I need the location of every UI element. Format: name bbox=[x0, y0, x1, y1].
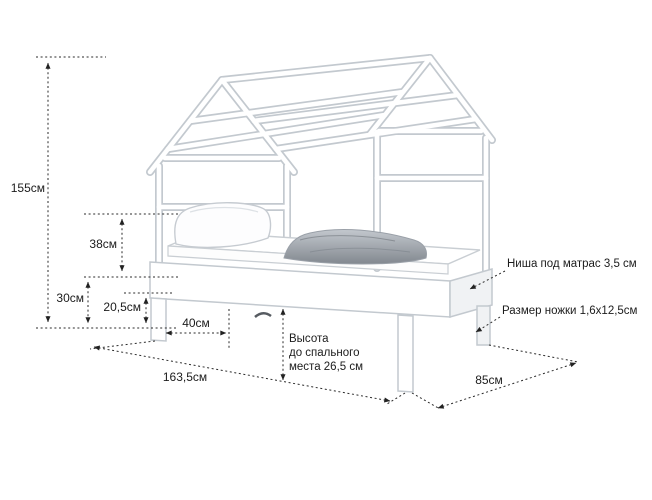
blanket-fold-2 bbox=[309, 247, 411, 253]
blanket-fold bbox=[299, 235, 396, 242]
ext-depth-right bbox=[488, 344, 579, 363]
note-sleep-height-line3: места 26,5 см bbox=[289, 361, 363, 373]
note-leg-size: Размер ножки 1,6x12,5см bbox=[502, 305, 638, 317]
dim-label-entry-width: 40см bbox=[182, 316, 210, 330]
note-sleep-height-line2: до спального bbox=[289, 347, 359, 359]
rail-handle-mark bbox=[254, 312, 272, 318]
leader-mattress-niche bbox=[469, 270, 506, 290]
leg-front-left bbox=[150, 297, 167, 342]
leg-front-right bbox=[397, 314, 414, 393]
pillow bbox=[174, 202, 272, 249]
leader-leg-size bbox=[475, 316, 501, 333]
bed-foot-panel bbox=[449, 268, 493, 318]
dim-label-base-height: 30см bbox=[56, 291, 84, 305]
leg-back-right bbox=[476, 305, 491, 346]
ext-length-right bbox=[386, 392, 406, 405]
dim-label-clearance: 20,5см bbox=[103, 300, 141, 314]
dimension-labels: 155см 38см 30см 20,5см 40см 163,5см 85см… bbox=[11, 181, 638, 387]
note-mattress-niche: Ниша под матрас 3,5 см bbox=[507, 258, 637, 270]
bed-frame bbox=[150, 58, 493, 393]
dim-label-rail-height: 38см bbox=[89, 237, 117, 251]
note-sleep-height-line1: Высота bbox=[289, 333, 329, 345]
dim-depth bbox=[437, 362, 577, 409]
dimension-lines bbox=[36, 56, 579, 410]
ext-length-left bbox=[89, 340, 156, 350]
dim-label-depth: 85см bbox=[475, 373, 503, 387]
blanket bbox=[283, 228, 427, 265]
dim-label-length: 163,5см bbox=[163, 370, 207, 384]
pillow-crease bbox=[189, 206, 259, 213]
dim-label-total-height: 155см bbox=[11, 181, 45, 195]
ext-depth-left bbox=[411, 392, 441, 410]
